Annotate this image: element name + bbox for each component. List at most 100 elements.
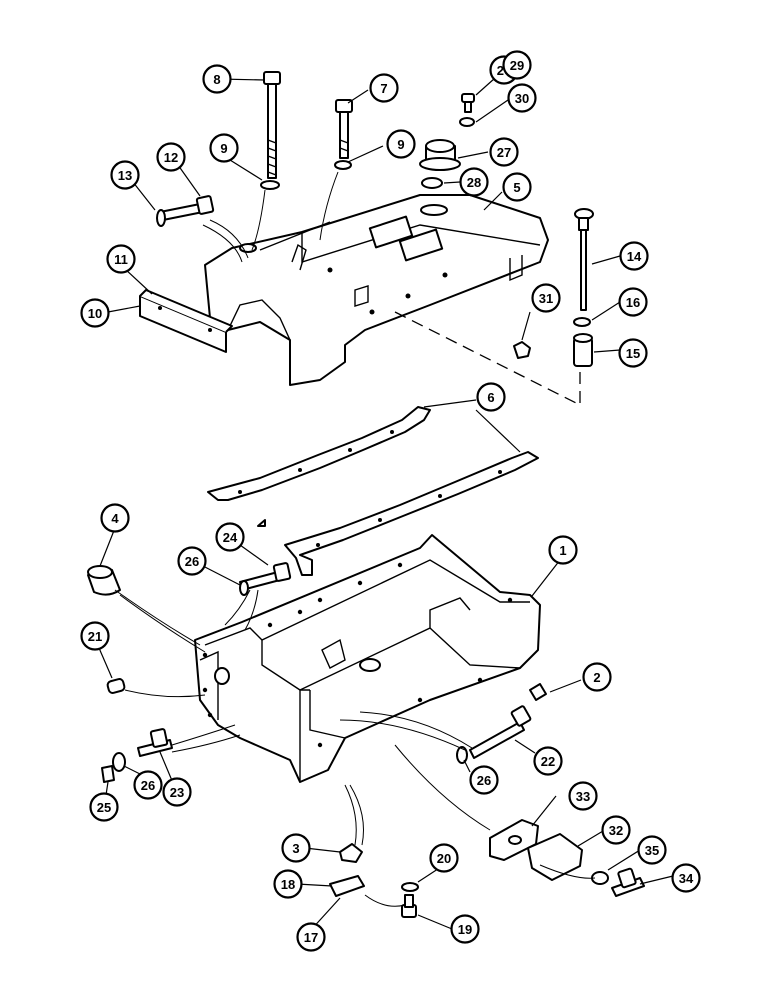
callout-label: 27 xyxy=(497,145,511,160)
callout-26: 26 xyxy=(469,765,499,795)
callout-circle xyxy=(507,83,537,113)
plates xyxy=(139,289,233,353)
callout-label: 19 xyxy=(458,922,472,937)
callout-circle xyxy=(548,535,578,565)
callout-25: 25 xyxy=(89,792,119,822)
callout-circle xyxy=(215,522,245,552)
callout-34: 34 xyxy=(671,863,701,893)
callout-circle xyxy=(469,765,499,795)
callout-label: 9 xyxy=(220,141,227,156)
callout-10: 10 xyxy=(80,298,110,328)
callout-circle xyxy=(637,835,667,865)
callout-5: 5 xyxy=(502,172,532,202)
callout-circle xyxy=(533,746,563,776)
callout-circle xyxy=(89,792,119,822)
gaskets xyxy=(207,406,539,576)
callout-circle xyxy=(459,167,489,197)
callout-1: 1 xyxy=(548,535,578,565)
callout-label: 23 xyxy=(170,785,184,800)
assembly-lines xyxy=(114,171,596,907)
callout-label: 12 xyxy=(164,150,178,165)
callout-circle xyxy=(386,129,416,159)
callout-circle xyxy=(502,172,532,202)
callout-label: 6 xyxy=(487,390,494,405)
callout-label: 33 xyxy=(576,789,590,804)
callout-circle xyxy=(133,770,163,800)
callout-label: 31 xyxy=(539,291,553,306)
callout-6: 6 xyxy=(476,382,506,412)
callout-circle xyxy=(273,869,303,899)
callout-7: 7 xyxy=(369,73,399,103)
bolts-top xyxy=(156,71,353,227)
callout-circle xyxy=(100,503,130,533)
callout-circle xyxy=(429,843,459,873)
filler-cap-parts xyxy=(419,93,475,189)
callout-circle xyxy=(531,283,561,313)
callout-13: 13 xyxy=(110,160,140,190)
callout-24: 24 xyxy=(215,522,245,552)
callout-16: 16 xyxy=(618,287,648,317)
callout-label: 15 xyxy=(626,346,640,361)
callout-2: 2 xyxy=(582,662,612,692)
callout-label: 5 xyxy=(513,180,520,195)
callout-circle xyxy=(296,922,326,952)
callout-28: 28 xyxy=(459,167,489,197)
callout-circle xyxy=(156,142,186,172)
callout-circle xyxy=(80,298,110,328)
callout-14: 14 xyxy=(619,241,649,271)
dipstick-parts xyxy=(394,208,594,407)
callout-label: 26 xyxy=(141,778,155,793)
callout-29: 29 xyxy=(502,50,532,80)
callout-label: 17 xyxy=(304,930,318,945)
callout-label: 26 xyxy=(185,554,199,569)
callout-circle xyxy=(177,546,207,576)
callout-label: 20 xyxy=(437,851,451,866)
callout-label: 10 xyxy=(88,306,102,321)
callout-label: 11 xyxy=(114,252,128,267)
callout-label: 8 xyxy=(213,72,220,87)
upper-cover-casting xyxy=(204,194,549,386)
callout-circle xyxy=(601,815,631,845)
callout-22: 22 xyxy=(533,746,563,776)
callout-label: 35 xyxy=(645,843,659,858)
callout-17: 17 xyxy=(296,922,326,952)
callout-circle xyxy=(162,777,192,807)
callout-20: 20 xyxy=(429,843,459,873)
callout-31: 31 xyxy=(531,283,561,313)
callout-21: 21 xyxy=(80,621,110,651)
callout-26: 26 xyxy=(177,546,207,576)
callout-label: 18 xyxy=(281,877,295,892)
callout-circle xyxy=(619,241,649,271)
callout-15: 15 xyxy=(618,338,648,368)
callout-circle xyxy=(568,781,598,811)
callout-label: 26 xyxy=(477,773,491,788)
callout-label: 25 xyxy=(97,800,111,815)
callout-9: 9 xyxy=(209,133,239,163)
callout-32: 32 xyxy=(601,815,631,845)
callout-label: 4 xyxy=(111,511,119,526)
callout-30: 30 xyxy=(507,83,537,113)
callout-11: 11 xyxy=(106,244,136,274)
callout-label: 22 xyxy=(541,754,555,769)
callout-label: 28 xyxy=(467,175,481,190)
callout-label: 32 xyxy=(609,823,623,838)
callout-circle xyxy=(281,833,311,863)
callout-label: 2 xyxy=(593,670,600,685)
callout-circle xyxy=(476,382,506,412)
callout-23: 23 xyxy=(162,777,192,807)
callout-circle xyxy=(106,244,136,274)
callout-circle xyxy=(80,621,110,651)
callout-circle xyxy=(671,863,701,893)
callout-19: 19 xyxy=(450,914,480,944)
callout-label: 30 xyxy=(515,91,529,106)
callout-label: 1 xyxy=(559,543,566,558)
callout-8: 8 xyxy=(202,64,232,94)
callout-circle xyxy=(369,73,399,103)
callout-circle xyxy=(202,64,232,94)
callout-label: 3 xyxy=(292,841,299,856)
callout-circle xyxy=(110,160,140,190)
callout-circle xyxy=(618,287,648,317)
callout-4: 4 xyxy=(100,503,130,533)
callout-label: 14 xyxy=(627,249,642,264)
